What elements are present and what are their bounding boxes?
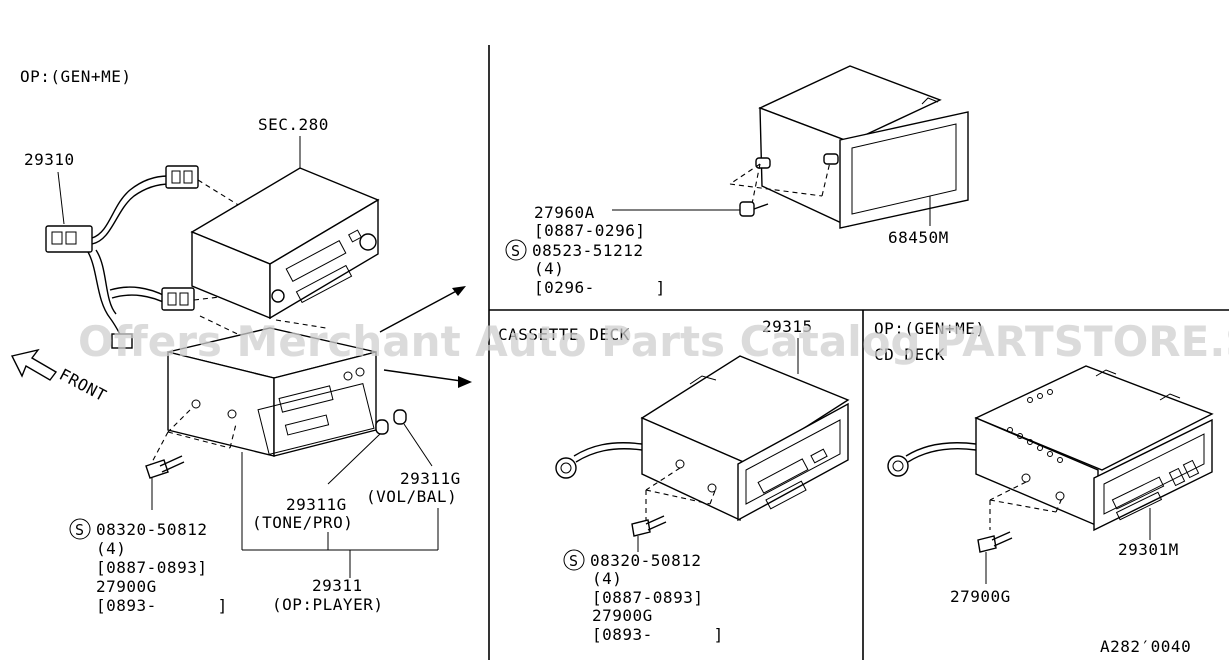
knob-part-2-label: 29311G bbox=[400, 469, 461, 488]
s-symbol: S bbox=[563, 549, 585, 571]
screw-icon bbox=[631, 515, 667, 552]
svg-text:S: S bbox=[569, 552, 579, 570]
pointer-arrows bbox=[379, 286, 472, 388]
pocket-part-label: 68450M bbox=[888, 228, 949, 247]
tr-screw-range-label: [0296- ] bbox=[534, 278, 666, 297]
cassette-title: CASSETTE DECK bbox=[498, 325, 630, 344]
player-part-label: 29311 bbox=[312, 576, 363, 595]
cd-deck-part-label: 29301M bbox=[1118, 540, 1179, 559]
knob-part-1-note: (TONE/PRO) bbox=[252, 513, 353, 532]
wire-harness bbox=[45, 165, 263, 349]
screw-part-label: 08320-50812 bbox=[96, 520, 207, 539]
cassette-screw-qty-label: (4) bbox=[592, 569, 622, 588]
front-label: FRONT bbox=[56, 365, 110, 406]
diagram-code: A282′0040 bbox=[1100, 637, 1191, 656]
harness-leader bbox=[57, 171, 65, 225]
knob-leaders bbox=[327, 423, 433, 485]
cd-option-label: OP:(GEN+ME) bbox=[874, 319, 985, 338]
cd-panel: OP:(GEN+ME) CD DECK bbox=[874, 319, 1214, 606]
svg-text:S: S bbox=[511, 242, 521, 260]
pocket-box bbox=[729, 65, 969, 229]
knob-part-1-label: 29311G bbox=[286, 495, 347, 514]
harness-part-label: 29310 bbox=[24, 150, 75, 169]
screw-qty-label: (4) bbox=[96, 539, 126, 558]
clip-range-label: [0887-0296] bbox=[534, 221, 645, 240]
player-unit bbox=[149, 315, 407, 467]
watermark-text: Offers Merchant Auto Parts Catalog PARTS… bbox=[78, 317, 1229, 366]
screw-icon bbox=[977, 531, 1013, 584]
cd-deck-unit bbox=[887, 365, 1214, 532]
cassette-deck-part-label: 29315 bbox=[762, 317, 813, 336]
knob-part-2-note: (VOL/BAL) bbox=[366, 487, 457, 506]
alt-screw-part-label: 27900G bbox=[96, 577, 157, 596]
s-symbol: S bbox=[505, 239, 527, 261]
clip-part-label: 27960A bbox=[534, 203, 595, 222]
cassette-alt-screw-part-label: 27900G bbox=[592, 606, 653, 625]
tr-screw-part-label: 08523-51212 bbox=[532, 241, 643, 260]
cassette-screw-range-label: [0887-0893] bbox=[592, 588, 703, 607]
cd-title: CD DECK bbox=[874, 345, 945, 364]
radio-head-unit bbox=[190, 167, 380, 320]
cassette-screw-part-label: 08320-50812 bbox=[590, 551, 701, 570]
player-bracket bbox=[241, 452, 439, 578]
panel-borders bbox=[488, 45, 1229, 660]
sec-ref-label: SEC.280 bbox=[258, 115, 329, 134]
s-symbol: S bbox=[69, 518, 91, 540]
option-label: OP:(GEN+ME) bbox=[20, 67, 131, 86]
clip-icon bbox=[739, 201, 769, 217]
cd-screw-part-label: 27900G bbox=[950, 587, 1011, 606]
tr-screw-qty-label: (4) bbox=[534, 259, 564, 278]
screw-range-label: [0887-0893] bbox=[96, 558, 207, 577]
cassette-panel: CASSETTE DECK 29315 bbox=[498, 317, 850, 644]
cassette-alt-screw-range-label: [0893- ] bbox=[592, 625, 724, 644]
top-right-panel: 27960A [0887-0296] S 08523-51212 (4) [02… bbox=[505, 65, 969, 297]
svg-text:S: S bbox=[75, 521, 85, 539]
player-note-label: (OP:PLAYER) bbox=[272, 595, 383, 614]
screw-icon bbox=[145, 455, 185, 510]
alt-screw-range-label: [0893- ] bbox=[96, 596, 228, 615]
cassette-deck-unit bbox=[555, 355, 850, 522]
